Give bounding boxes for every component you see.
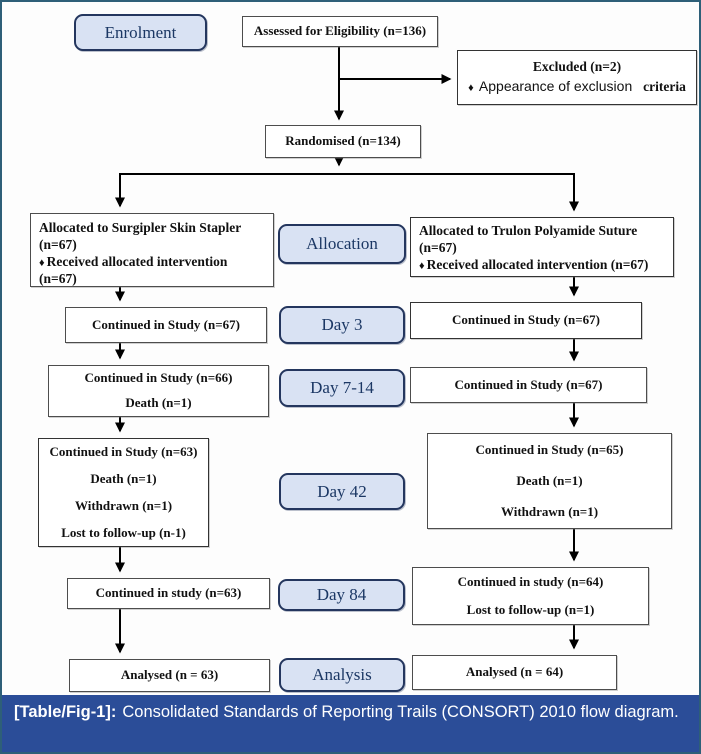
excluded-reason-main: Appearance of exclusion <box>478 78 633 94</box>
left-allocation-line2: ♦Received allocated intervention (n=67) <box>39 254 265 288</box>
box-left-allocation: Allocated to Surgipler Skin Stapler (n=6… <box>30 213 274 287</box>
stage-label-enrolment: Enrolment <box>74 14 207 51</box>
stage-label-day42: Day 42 <box>279 473 405 510</box>
box-left-day84: Continued in study (n=63) <box>67 578 270 609</box>
right-day42-line3: Withdrawn (n=1) <box>500 504 599 520</box>
left-day42-line1: Continued in Study (n=63) <box>49 444 198 460</box>
diamond-bullet-icon: ♦ <box>419 259 425 272</box>
right-day84-line2: Lost to follow-up (n=1) <box>466 601 595 617</box>
box-assessed: Assessed for Eligibility (n=136) <box>242 16 438 47</box>
stage-label-allocation: Allocation <box>278 224 406 264</box>
box-right-day7-14: Continued in Study (n=67) <box>410 367 647 403</box>
left-day7-14-line2: Death (n=1) <box>125 395 192 411</box>
excluded-reason-tail: criteria <box>643 79 686 94</box>
box-right-day84: Continued in study (n=64) Lost to follow… <box>412 567 649 625</box>
figure-caption-label: [Table/Fig-1]: <box>14 703 117 721</box>
left-day42-line4: Lost to follow-up (n-1) <box>61 524 186 540</box>
diamond-bullet-icon: ♦ <box>468 82 474 94</box>
right-day42-line1: Continued in Study (n=65) <box>475 441 624 457</box>
left-day42-line2: Death (n=1) <box>90 471 157 486</box>
box-randomised: Randomised (n=134) <box>265 125 421 158</box>
box-left-day3: Continued in Study (n=67) <box>65 307 267 343</box>
box-right-day3: Continued in Study (n=67) <box>410 302 642 339</box>
excluded-title: Excluded (n=2) <box>532 59 622 75</box>
right-allocation-line2: ♦Received allocated intervention (n=67) <box>419 257 648 274</box>
box-left-day7-14: Continued in Study (n=66) Death (n=1) <box>48 365 269 417</box>
box-right-allocation: Allocated to Trulon Polyamide Suture (n=… <box>410 217 674 277</box>
stage-label-day84: Day 84 <box>278 579 405 611</box>
figure-caption: [Table/Fig-1]: Consolidated Standards of … <box>2 695 699 752</box>
diamond-bullet-icon: ♦ <box>39 256 45 269</box>
box-left-day42: Continued in Study (n=63) Death (n=1) Wi… <box>38 438 209 547</box>
stage-label-analysis: Analysis <box>279 658 405 692</box>
left-allocation-line2-text: Received allocated intervention (n=67) <box>39 253 228 286</box>
box-right-analysed: Analysed (n = 64) <box>412 655 617 690</box>
box-left-analysed: Analysed (n = 63) <box>69 659 270 692</box>
right-allocation-line1: Allocated to Trulon Polyamide Suture (n=… <box>419 223 638 255</box>
box-right-day42: Continued in Study (n=65) Death (n=1) Wi… <box>427 433 672 529</box>
right-day42-line2: Death (n=1) <box>516 472 583 488</box>
left-day7-14-line1: Continued in Study (n=66) <box>84 370 233 386</box>
right-allocation-line2-text: Received allocated intervention (n=67) <box>426 256 649 272</box>
left-day42-line3: Withdrawn (n=1) <box>74 497 173 513</box>
right-day84-line1: Continued in study (n=64) <box>457 573 604 589</box>
figure-caption-text: Consolidated Standards of Reporting Trai… <box>122 703 679 721</box>
stage-label-day3: Day 3 <box>279 306 405 344</box>
box-excluded: Excluded (n=2) ♦ Appearance of exclusion… <box>457 50 697 105</box>
excluded-reason: ♦ Appearance of exclusion criteria <box>468 78 686 96</box>
stage-label-day7-14: Day 7-14 <box>279 369 405 407</box>
left-allocation-line1: Allocated to Surgipler Skin Stapler (n=6… <box>39 220 242 252</box>
